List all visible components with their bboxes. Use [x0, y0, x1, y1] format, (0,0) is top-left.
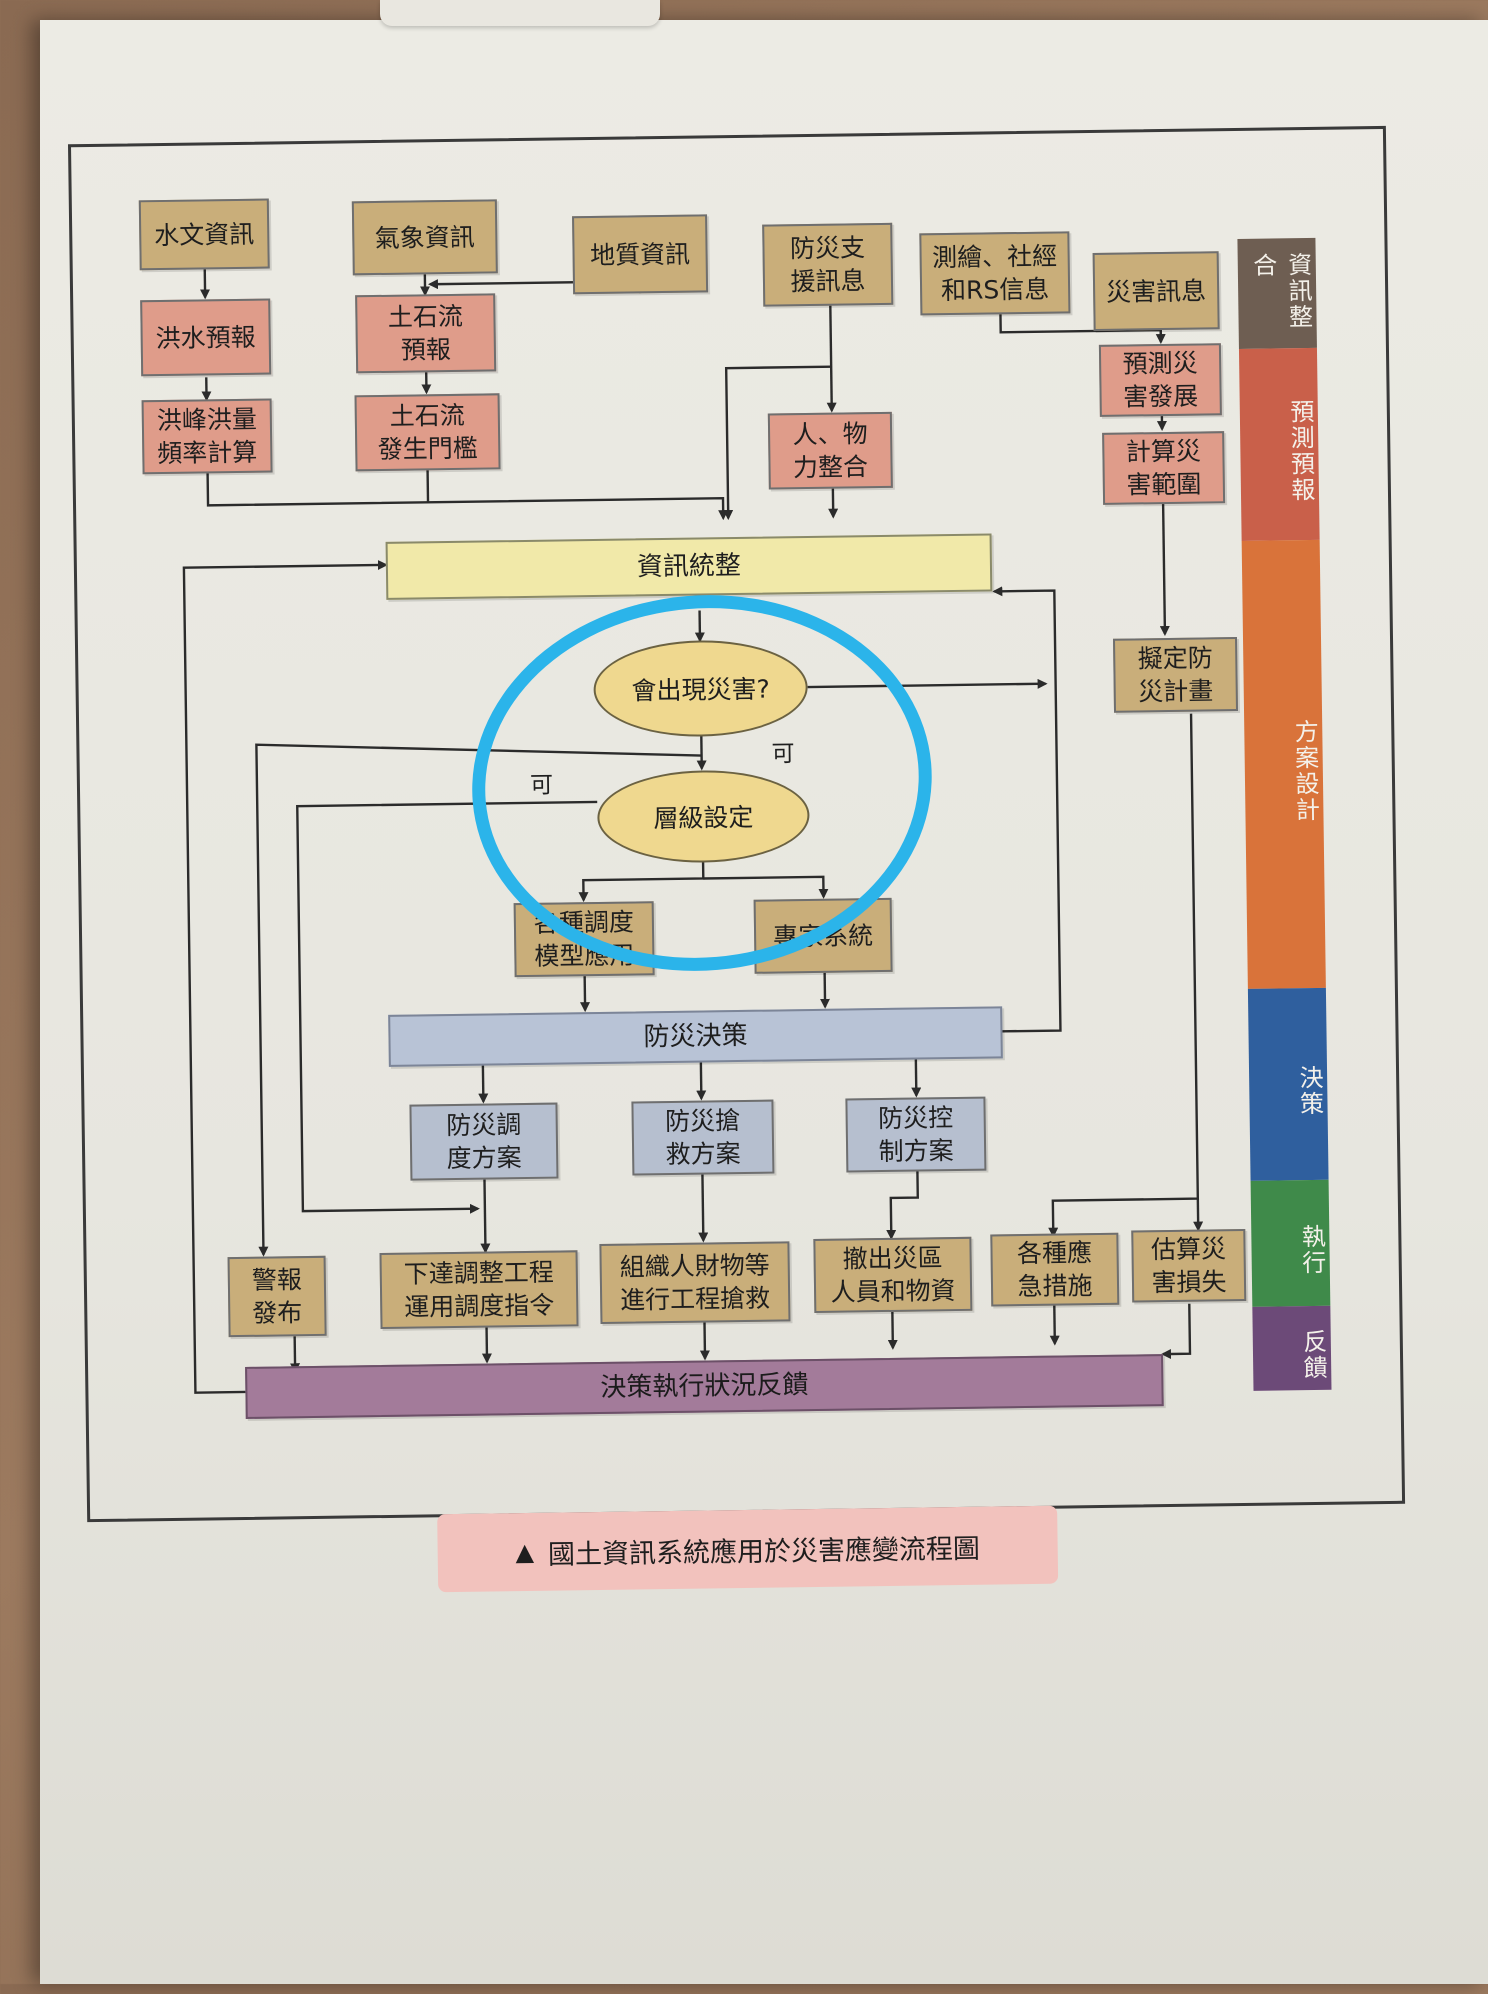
- control-plan-box: 防災控 制方案: [845, 1096, 987, 1173]
- warning-issue-box: 警報 發布: [227, 1255, 327, 1338]
- geo-info-box: 地質資訊: [572, 214, 709, 295]
- stage-execution: 執行: [1250, 1179, 1331, 1307]
- stage-plan-design: 方案設計: [1241, 539, 1326, 989]
- disaster-info-box: 災害訊息: [1092, 251, 1220, 331]
- resource-integration-box: 人、物 力整合: [767, 411, 893, 490]
- info-integration-bar: 資訊統整: [385, 533, 993, 600]
- caption-triangle-icon: ▲: [515, 1537, 535, 1567]
- organize-rescue-box: 組織人財物等 進行工程搶救: [599, 1241, 791, 1324]
- hydro-info-box: 水文資訊: [138, 198, 270, 271]
- calculate-range-box: 計算災 害範圍: [1102, 431, 1226, 505]
- figure-caption: ▲ 國土資訊系統應用於災害應變流程圖: [437, 1505, 1059, 1593]
- support-info-box: 防災支 援訊息: [762, 222, 894, 307]
- stage-feedback: 反饋: [1252, 1305, 1332, 1391]
- emergency-measures-box: 各種應 急措施: [990, 1232, 1120, 1307]
- meteo-info-box: 氣象資訊: [351, 199, 498, 276]
- debris-forecast-box: 土石流 預報: [355, 293, 497, 374]
- binder-clip: [380, 0, 660, 26]
- debris-threshold-box: 土石流 發生門檻: [354, 393, 501, 472]
- evacuate-box: 撤出災區 人員和物資: [813, 1236, 973, 1313]
- flood-forecast-box: 洪水預報: [140, 298, 272, 377]
- dispatch-plan-box: 防災調 度方案: [409, 1102, 559, 1181]
- caption-text: 國土資訊系統應用於災害應變流程圖: [547, 1533, 981, 1571]
- stage-prediction: 預測預報: [1238, 347, 1320, 541]
- estimate-loss-box: 估算災 害損失: [1131, 1228, 1247, 1303]
- stage-decision: 決策: [1247, 987, 1329, 1181]
- stage-info-integration: 資訊整合: [1237, 237, 1317, 349]
- rescue-plan-box: 防災搶 救方案: [631, 1099, 775, 1176]
- draft-plan-box: 擬定防 災計畫: [1112, 637, 1239, 713]
- disaster-decision-bar: 防災決策: [388, 1006, 1003, 1067]
- issue-order-box: 下達調整工程 運用調度指令: [379, 1250, 579, 1330]
- flood-frequency-box: 洪峰洪量 頻率計算: [141, 398, 273, 475]
- survey-info-box: 測繪、社經 和RS信息: [919, 231, 1071, 316]
- predict-development-box: 預測災 害發展: [1098, 343, 1222, 417]
